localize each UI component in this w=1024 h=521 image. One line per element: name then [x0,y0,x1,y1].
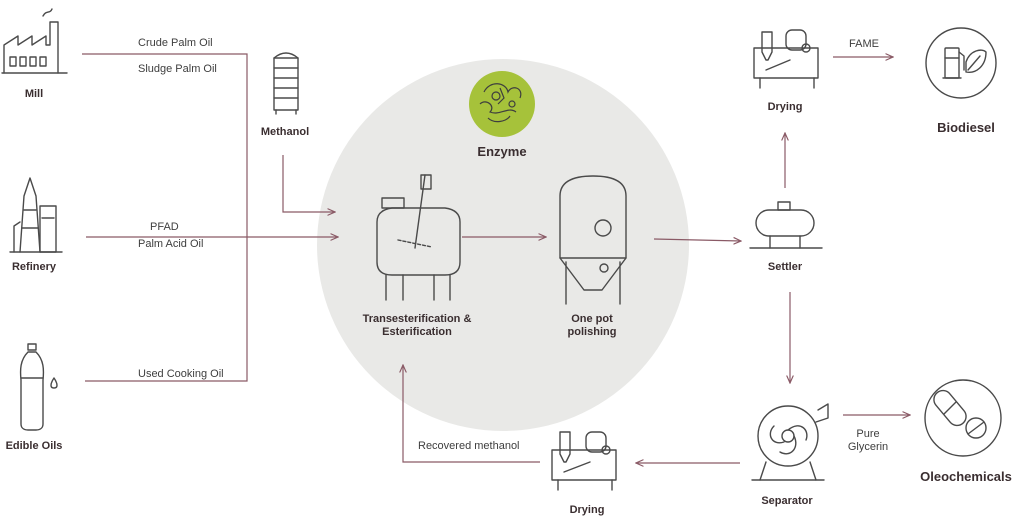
dryer-top-icon [753,29,819,89]
oleochemicals-pill-icon [924,379,1002,457]
pfad-label: PFAD [150,221,179,233]
polishing-label-line2: polishing [567,326,617,338]
separator-icon [751,403,829,481]
settler-icon [749,201,823,249]
refinery-icon [9,177,63,253]
pure-label-line2: Glycerin [847,441,889,453]
polishing-vessel-icon [559,175,627,305]
methanol-label: Methanol [260,126,310,138]
biodiesel-label: Biodiesel [937,120,995,135]
enzyme-label: Enzyme [477,144,527,159]
pure-label-line1: Pure [856,428,880,440]
mill-label: Mill [24,88,44,100]
drying-bottom-label: Drying [569,504,605,516]
methanol-tank-icon [273,52,299,115]
reactor-label-line2: Esterification [382,326,452,338]
feed-lines [82,53,338,382]
recovered-methanol-label: Recovered methanol [418,440,520,452]
polishing-label-line1: One pot [571,313,613,325]
refinery-label: Refinery [11,261,57,273]
bottle-icon [19,343,58,431]
separator-label: Separator [761,495,813,507]
process-zone-circle [317,59,689,431]
process-arrows [403,57,910,463]
factory-icon [1,8,68,74]
used-cooking-oil-label: Used Cooking Oil [138,368,224,380]
reactor-label-line1: Transesterification & [362,313,472,325]
drying-top-label: Drying [767,101,803,113]
reactor-icon [376,174,461,301]
fame-label: FAME [849,38,879,50]
palm-acid-oil-label: Palm Acid Oil [138,238,204,250]
dryer-bottom-icon [551,431,617,491]
biodiesel-fuel-icon [925,27,997,99]
settler-label: Settler [767,261,803,273]
enzyme-icon [469,71,535,137]
sludge-palm-oil-label: Sludge Palm Oil [138,63,217,75]
oleochemicals-label: Oleochemicals [920,469,1012,484]
crude-palm-oil-label: Crude Palm Oil [138,37,213,49]
edible-oils-label: Edible Oils [5,440,63,452]
